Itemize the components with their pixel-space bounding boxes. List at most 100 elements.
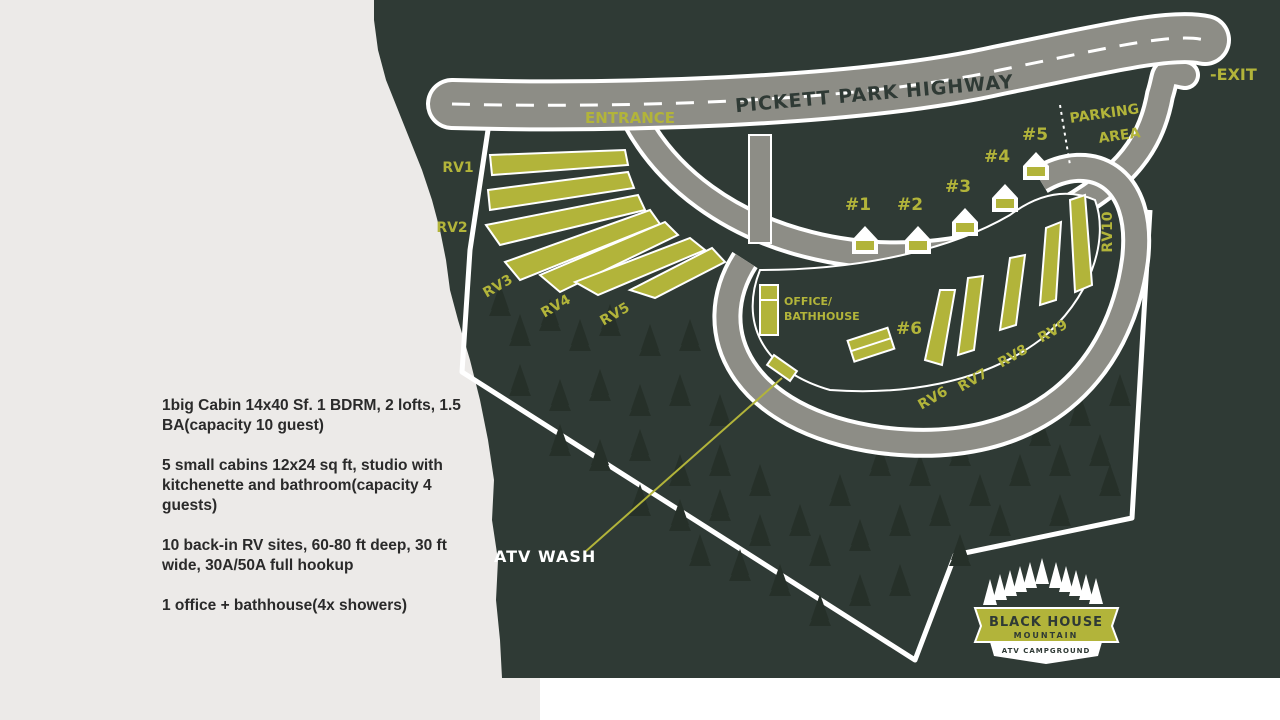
logo-subtitle: MOUNTAIN xyxy=(1014,631,1079,640)
logo-tree-icon xyxy=(1035,558,1049,584)
rv-site xyxy=(538,220,680,294)
tree-icon xyxy=(549,379,571,411)
tree-icon xyxy=(709,489,731,521)
atv-wash-label: ATV WASH xyxy=(494,547,596,566)
cabin-window xyxy=(909,241,927,250)
tree-icon xyxy=(969,474,991,506)
logo-ribbon xyxy=(990,642,1102,664)
rv-site xyxy=(956,274,985,357)
tree-icon xyxy=(669,374,691,406)
tree-icon xyxy=(769,564,791,596)
logo-tree-icon xyxy=(1013,566,1027,592)
cabin-window xyxy=(956,223,974,232)
gravel-path xyxy=(748,134,772,244)
tree-icon xyxy=(1049,444,1071,476)
tree-icon xyxy=(689,534,711,566)
tree-icon xyxy=(629,429,651,461)
tree-icon xyxy=(709,394,731,426)
logo-tree-icon xyxy=(1069,570,1083,596)
office-label-2: BATHHOUSE xyxy=(784,310,860,323)
logo-ribbon-text: ATV CAMPGROUND xyxy=(1002,647,1091,655)
tree-icon xyxy=(1009,454,1031,486)
cabin-label: #6 xyxy=(896,319,922,339)
rv-site xyxy=(488,148,630,177)
cabins xyxy=(852,152,1049,254)
logo-trees xyxy=(983,558,1103,605)
logo: BLACK HOUSE MOUNTAIN ATV CAMPGROUND xyxy=(973,558,1120,664)
cabin-labels: #1#2#3#4#5#6 xyxy=(845,125,1048,339)
tree-icon xyxy=(809,534,831,566)
tree-icon xyxy=(749,514,771,546)
rv-site xyxy=(572,236,707,297)
rv-site xyxy=(484,193,647,247)
rv-label: RV2 xyxy=(436,220,467,236)
cabin-label: #4 xyxy=(984,147,1010,167)
logo-tree-icon xyxy=(993,574,1007,600)
rv-sites-right xyxy=(923,193,1094,367)
rv-site xyxy=(486,170,636,212)
tree-icon xyxy=(589,369,611,401)
tree-icon xyxy=(569,319,591,351)
tree-icon xyxy=(509,364,531,396)
info-panel: 1big Cabin 14x40 Sf. 1 BDRM, 2 lofts, 1.… xyxy=(162,396,482,636)
cabin-window xyxy=(856,241,874,250)
tree-icon xyxy=(1089,434,1111,466)
cabin-label: #2 xyxy=(897,195,923,215)
entrance-label: ENTRANCE xyxy=(585,109,675,127)
tree-icon xyxy=(929,494,951,526)
tree-icon xyxy=(509,314,531,346)
bottom-white-band xyxy=(540,678,1280,720)
property-boundary xyxy=(459,129,1153,663)
atv-wash-pad xyxy=(765,353,799,383)
parking-divider xyxy=(1059,104,1071,166)
tree-icon xyxy=(599,304,621,336)
tree-icon xyxy=(809,594,831,626)
tree-icon xyxy=(1049,494,1071,526)
tree-icon xyxy=(889,504,911,536)
tree-icon xyxy=(669,454,691,486)
logo-banner xyxy=(973,607,1120,643)
tree-icon xyxy=(549,424,571,456)
exit-label: -EXIT xyxy=(1210,65,1257,84)
tree-icon xyxy=(669,499,691,531)
rv-site xyxy=(998,253,1027,332)
highway-center-dashes xyxy=(451,36,1206,107)
loop-road xyxy=(716,156,1148,454)
rv-site xyxy=(1038,220,1063,307)
logo-title: BLACK HOUSE xyxy=(989,615,1103,630)
rv-site xyxy=(627,246,727,300)
rv-label: RV10 xyxy=(1100,211,1116,252)
tree-icon xyxy=(869,444,891,476)
tree-icon xyxy=(989,504,1011,536)
tree-icon xyxy=(829,474,851,506)
tree-icon xyxy=(589,439,611,471)
tree-icon xyxy=(749,464,771,496)
office-building xyxy=(759,284,779,336)
cabin-window xyxy=(1027,167,1045,176)
big-cabin-6 xyxy=(846,326,896,363)
office-label-1: OFFICE/ xyxy=(784,295,833,308)
rv-site xyxy=(1068,193,1094,294)
tree-icon xyxy=(909,454,931,486)
cabin-window xyxy=(996,199,1014,208)
info-rv-sites: 10 back-in RV sites, 60-80 ft deep, 30 f… xyxy=(162,537,447,574)
rv-label: RV1 xyxy=(442,160,473,176)
tree-icon xyxy=(729,549,751,581)
logo-tree-icon xyxy=(1059,566,1073,592)
logo-tree-icon xyxy=(1049,562,1063,588)
atv-wash-pointer xyxy=(584,377,783,553)
tree-icon xyxy=(889,564,911,596)
info-small-cabins: 5 small cabins 12x24 sq ft, studio with … xyxy=(162,457,443,514)
info-big-cabin: 1big Cabin 14x40 Sf. 1 BDRM, 2 lofts, 1.… xyxy=(162,397,461,434)
tree-icon xyxy=(679,319,701,351)
cabin-label: #3 xyxy=(945,177,971,197)
tree-icon xyxy=(1069,394,1091,426)
tree-icon xyxy=(539,299,561,331)
cabin-label: #1 xyxy=(845,195,871,215)
rv-sites-left xyxy=(484,148,727,300)
tree-icon xyxy=(849,574,871,606)
parking-label-2: AREA xyxy=(1098,125,1142,147)
tree-icon xyxy=(639,324,661,356)
rv-site xyxy=(923,289,957,367)
